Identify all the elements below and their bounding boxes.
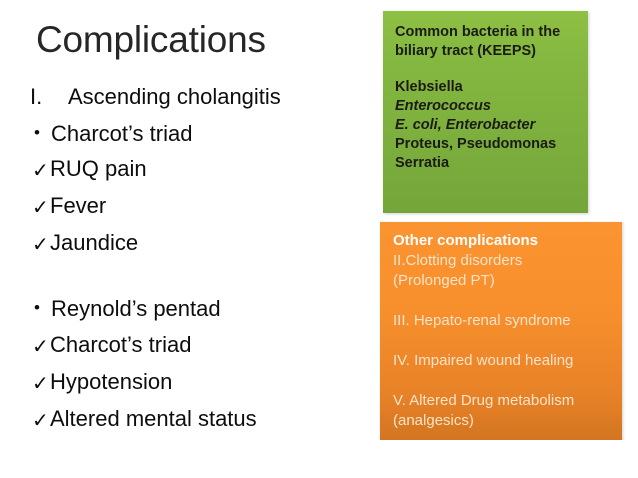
list-item-label: Reynold’s pentad bbox=[51, 296, 221, 321]
spacer bbox=[395, 61, 578, 78]
list-item-label: RUQ pain bbox=[50, 156, 147, 181]
list-item-altered-mental-status: ✓Altered mental status bbox=[30, 406, 257, 433]
callout-box-common-bacteria: Common bacteria in the biliary tract (KE… bbox=[383, 11, 588, 213]
orange-box-line-clotting-disorders: II.Clotting disorders bbox=[393, 252, 523, 269]
checkmark-icon: ✓ bbox=[32, 234, 49, 256]
orange-box-line-altered-drug-metabolism: V. Altered Drug metabolism bbox=[393, 392, 575, 409]
list-item-charcots-triad: ✓Charcot’s triad bbox=[30, 332, 191, 359]
green-box-item-proteus-pseudomonas: Proteus, Pseudomonas bbox=[395, 136, 557, 152]
green-box-item-enterococcus: Enterococcus bbox=[395, 98, 491, 114]
list-item-ascending-cholangitis: I. Ascending cholangitis bbox=[30, 84, 281, 110]
spacer bbox=[393, 371, 614, 391]
checkmark-icon: ✓ bbox=[32, 197, 49, 219]
orange-box-line-impaired-wound-healing: IV. Impaired wound healing bbox=[393, 352, 574, 369]
orange-box-body: II.Clotting disorders (Prolonged PT) III… bbox=[393, 251, 614, 431]
list-item-label: Fever bbox=[50, 193, 107, 218]
spacer bbox=[393, 331, 614, 351]
list-item-label: Jaundice bbox=[50, 230, 139, 255]
checkmark-icon: ✓ bbox=[32, 160, 49, 182]
slide-content-left: Complications I. Ascending cholangitis • C… bbox=[30, 19, 281, 433]
checkmark-icon: ✓ bbox=[32, 336, 49, 358]
list-item-label: Charcot’s triad bbox=[50, 332, 192, 357]
green-box-heading-line1: Common bacteria in the bbox=[395, 24, 561, 40]
green-box-item-serratia: Serratia bbox=[395, 155, 450, 171]
slide-footer: 13/05/2023 MUHAS, Department of Surgery … bbox=[0, 440, 638, 478]
list-item-charcots-triad-heading: • Charcot’s triad bbox=[30, 121, 192, 149]
bullet-icon: • bbox=[34, 123, 40, 142]
list-item-hypotension: ✓Hypotension bbox=[30, 369, 172, 396]
list-item-jaundice: ✓Jaundice bbox=[30, 230, 138, 257]
list-item-ruq-pain: ✓RUQ pain bbox=[30, 156, 147, 183]
orange-box-heading: Other complications bbox=[393, 232, 539, 249]
green-box-heading-line2: biliary tract (KEEPS) bbox=[395, 43, 537, 59]
page-title: Complications bbox=[36, 19, 266, 60]
checkmark-icon: ✓ bbox=[32, 373, 49, 395]
orange-box-line-analgesics: (analgesics) bbox=[393, 412, 474, 429]
checkmark-icon: ✓ bbox=[32, 410, 49, 432]
list-item-label: Ascending cholangitis bbox=[68, 84, 281, 109]
green-box-item-ecoli-enterobacter: E. coli, Enterobacter bbox=[395, 117, 536, 133]
green-box-item-klebsiella: Klebsiella bbox=[395, 79, 463, 95]
list-item-label: Charcot’s triad bbox=[51, 121, 193, 146]
list-item-label: Altered mental status bbox=[50, 406, 257, 431]
list-item-reynolds-pentad-heading: • Reynold’s pentad bbox=[30, 296, 221, 324]
list-item-label: Hypotension bbox=[50, 369, 173, 394]
spacer bbox=[393, 291, 614, 311]
orange-box-line-hepato-renal-syndrome: III. Hepato-renal syndrome bbox=[393, 312, 571, 329]
roman-numeral-marker: I. bbox=[30, 84, 43, 109]
callout-box-other-complications: Other complications II.Clotting disorder… bbox=[380, 222, 622, 447]
green-box-body: Common bacteria in the biliary tract (KE… bbox=[395, 23, 578, 173]
list-item-fever: ✓Fever bbox=[30, 193, 106, 220]
orange-box-line-prolonged-pt: (Prolonged PT) bbox=[393, 272, 495, 289]
bullet-icon: • bbox=[34, 298, 40, 317]
